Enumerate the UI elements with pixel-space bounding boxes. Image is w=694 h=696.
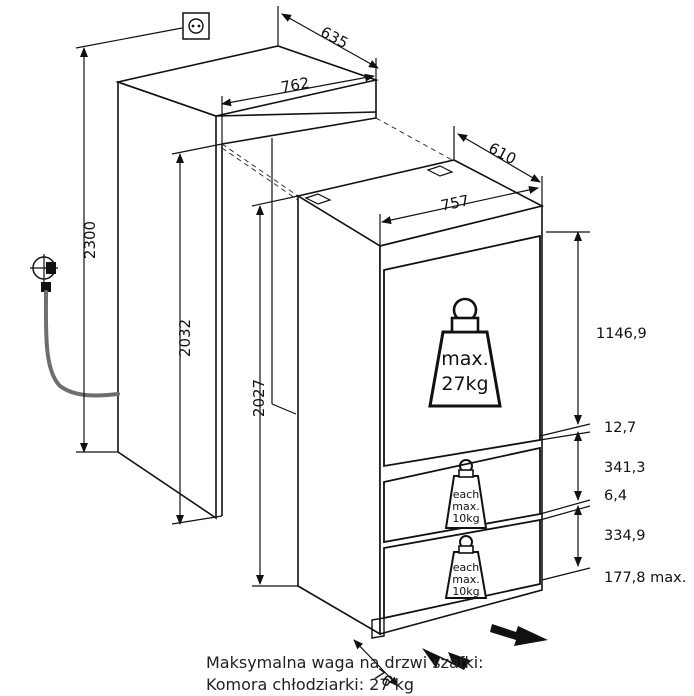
alignment-lines: [221, 117, 453, 201]
airflow-arrow-icon: [422, 624, 548, 670]
drawer2-weight-line2: max.: [452, 573, 479, 586]
water-hose: [43, 290, 120, 398]
door-weight-line2: 27kg: [441, 373, 488, 395]
dim-plinth-depth: 76: [370, 665, 396, 688]
drawer1-weight-line3: 10kg: [452, 512, 479, 525]
weight-note-line1: Maksymalna waga na drzwi szafki:: [206, 653, 484, 672]
socket-icon: [182, 12, 210, 40]
weight-icon: [444, 535, 488, 599]
dim-niche-depth: 635: [317, 23, 351, 52]
drawer2-weight-line1: each: [453, 561, 480, 574]
plinth: [371, 617, 385, 639]
dim-plinth: 177,8 max.: [604, 570, 686, 586]
weight-note: Maksymalna waga na drzwi szafki: Komora …: [206, 652, 484, 696]
dim-gap-2: 6,4: [604, 488, 627, 504]
drawer1-weight-line2: max.: [452, 500, 479, 513]
dim-niche-opening-height: 2032: [176, 319, 194, 357]
dim-drawer-1-height: 341,3: [604, 460, 646, 476]
dim-gap-1: 12,7: [604, 420, 636, 436]
dim-appliance-height: 2027: [250, 379, 268, 417]
weight-icon: [444, 459, 488, 529]
water-tap-icon: [30, 254, 58, 292]
door-weight-line1: max.: [441, 348, 488, 370]
weight-icon: [428, 297, 502, 408]
dim-appliance-width: 757: [439, 191, 471, 215]
dim-niche-width: 762: [279, 74, 310, 97]
dim-drawer-2-height: 334,9: [604, 528, 646, 544]
dim-door-height: 1146,9: [596, 326, 647, 342]
dim-appliance-depth: 610: [485, 139, 519, 168]
dimension-lines: [75, 6, 591, 687]
drawer1-weight-line1: each: [453, 488, 480, 501]
weight-note-line2: Komora chłodziarki: 27 kg: [206, 675, 415, 694]
dim-niche-height: 2300: [81, 221, 99, 259]
drawer2-weight-line3: 10kg: [452, 585, 479, 598]
